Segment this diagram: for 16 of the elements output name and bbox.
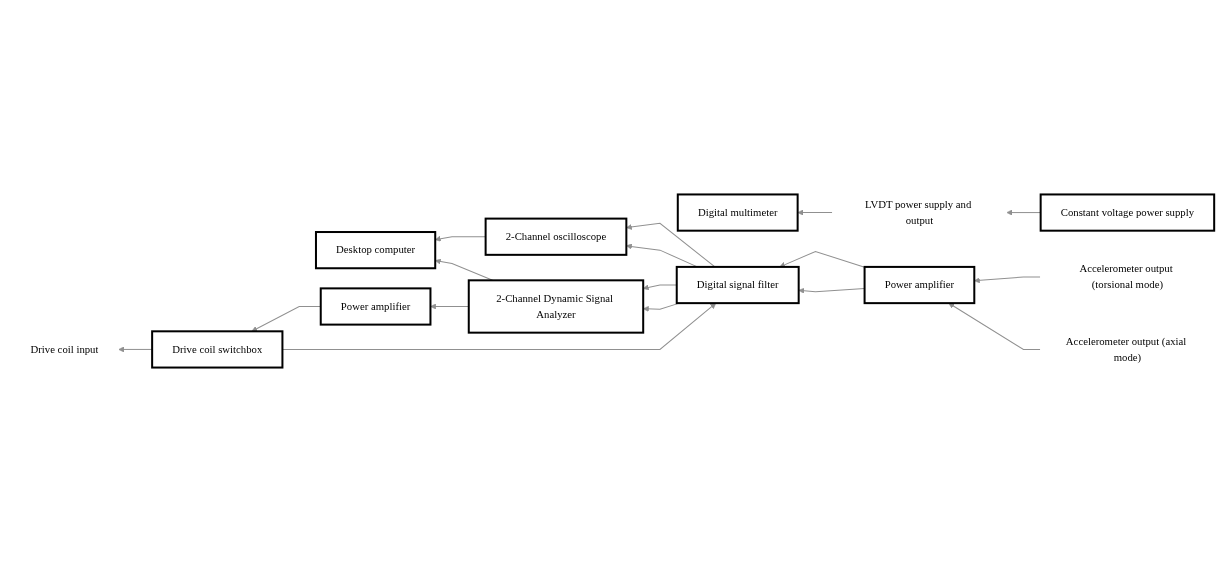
node-box: 2-Channel Dynamic Signal Analyzer bbox=[467, 279, 645, 334]
node-text: LVDT power supply and output bbox=[864, 198, 972, 226]
node-box: Desktop computer bbox=[314, 231, 437, 270]
node-text: Accelerometer output (torsional mode) bbox=[1079, 262, 1173, 291]
node-box: Digital multimeter bbox=[676, 193, 799, 232]
arrow bbox=[118, 346, 153, 353]
node-box: Power amplifier bbox=[319, 287, 432, 326]
node-text: Drive coil input bbox=[30, 343, 99, 355]
arrow bbox=[974, 276, 1041, 284]
node-box: Power amplifier bbox=[863, 265, 976, 305]
node-text: Accelerometer output (axial mode) bbox=[1065, 335, 1187, 363]
node-box: Drive coil switchbox bbox=[151, 330, 284, 369]
node-box: 2-Channel oscilloscope bbox=[484, 217, 628, 256]
node-box: Digital signal filter bbox=[675, 265, 800, 305]
arrow bbox=[797, 209, 833, 216]
node-box: Constant voltage power supply bbox=[1039, 193, 1216, 232]
